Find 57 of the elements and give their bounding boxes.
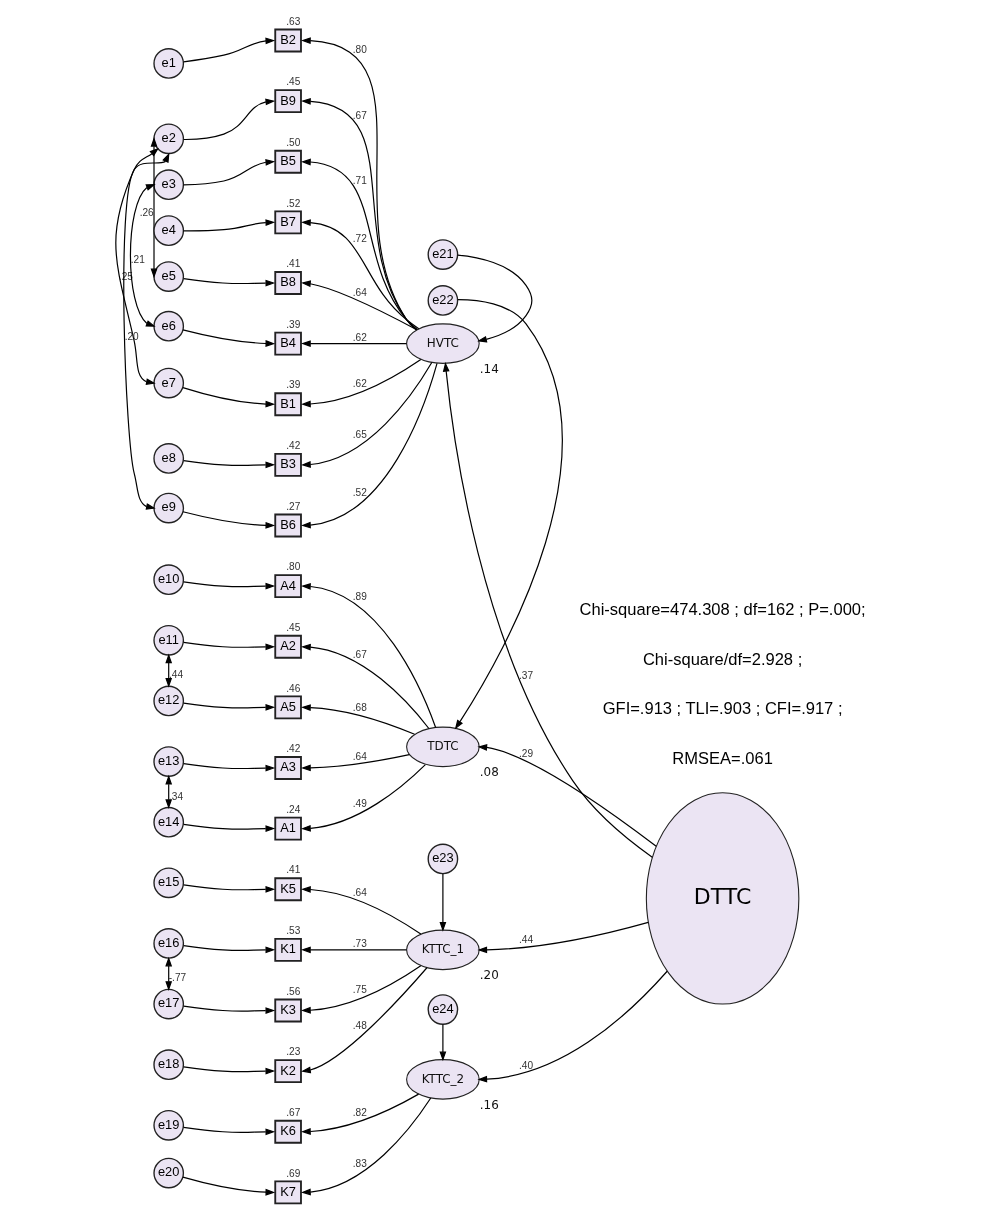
node-label: .42 bbox=[285, 440, 300, 452]
node-label: .56 bbox=[285, 985, 300, 997]
label: Chi-square=474.308 ; df=162 ; P=.000; bbox=[579, 599, 866, 619]
node-label: .20 bbox=[479, 968, 499, 983]
edge-label: .83 bbox=[352, 1158, 367, 1170]
edge-label: .49 bbox=[352, 798, 367, 810]
node-label: .80 bbox=[285, 561, 300, 573]
edge-label: .62 bbox=[352, 331, 367, 343]
node-label: .50 bbox=[285, 136, 300, 148]
edge-label: .44 bbox=[168, 669, 183, 681]
node-label: .53 bbox=[285, 925, 300, 937]
edge-label: .75 bbox=[352, 983, 367, 995]
node-label: .45 bbox=[285, 76, 300, 88]
edge-label: .68 bbox=[352, 701, 367, 713]
label: RMSEA=.061 bbox=[671, 748, 773, 768]
edge-label: .89 bbox=[352, 590, 367, 602]
node-label: .23 bbox=[285, 1046, 300, 1058]
node-label: .14 bbox=[479, 361, 499, 376]
node-label: .41 bbox=[285, 258, 300, 270]
node-label: .52 bbox=[285, 197, 300, 209]
edge-label: .67 bbox=[352, 648, 367, 660]
edge-label: .73 bbox=[352, 937, 367, 949]
edge-label: .48 bbox=[352, 1019, 367, 1031]
edge-label: .72 bbox=[352, 233, 367, 245]
edge-label: .26 bbox=[139, 206, 154, 218]
node-label: .46 bbox=[285, 682, 300, 694]
label: GFI=.913 ; TLI=.903 ; CFI=.917 ; bbox=[602, 699, 842, 719]
edge-label: .64 bbox=[352, 286, 367, 298]
node-label: .69 bbox=[285, 1167, 300, 1179]
node-label: .27 bbox=[285, 500, 300, 512]
edge-label: .29 bbox=[518, 747, 533, 759]
node-label: .63 bbox=[285, 15, 300, 27]
edge-label: .71 bbox=[352, 174, 367, 186]
edge-label: .65 bbox=[352, 429, 367, 441]
edge-label: .67 bbox=[352, 110, 367, 122]
node-label: .41 bbox=[285, 864, 300, 876]
node-label: .16 bbox=[479, 1097, 499, 1112]
node-label: .42 bbox=[285, 743, 300, 755]
edge-label: -.77 bbox=[168, 972, 186, 984]
node-label: .08 bbox=[479, 765, 499, 780]
edge-label: .40 bbox=[518, 1060, 533, 1072]
edge-label: .52 bbox=[352, 486, 367, 498]
label: Chi-square/df=2.928 ; bbox=[642, 649, 802, 669]
edge-label: .64 bbox=[352, 750, 367, 762]
edge-label: .82 bbox=[352, 1106, 367, 1118]
node-label: .39 bbox=[285, 379, 300, 391]
node-label: .39 bbox=[285, 318, 300, 330]
edge-label: .34 bbox=[168, 790, 183, 802]
edge-label: .64 bbox=[352, 887, 367, 899]
edge-label: .21 bbox=[130, 254, 145, 266]
edge-label: .37 bbox=[518, 669, 533, 681]
node-label: .45 bbox=[285, 621, 300, 633]
node-label: .24 bbox=[285, 803, 300, 815]
node-label: .67 bbox=[285, 1106, 300, 1118]
edge-label: .80 bbox=[352, 44, 367, 56]
edge-label: .62 bbox=[352, 377, 367, 389]
edge-label: .44 bbox=[518, 934, 533, 946]
